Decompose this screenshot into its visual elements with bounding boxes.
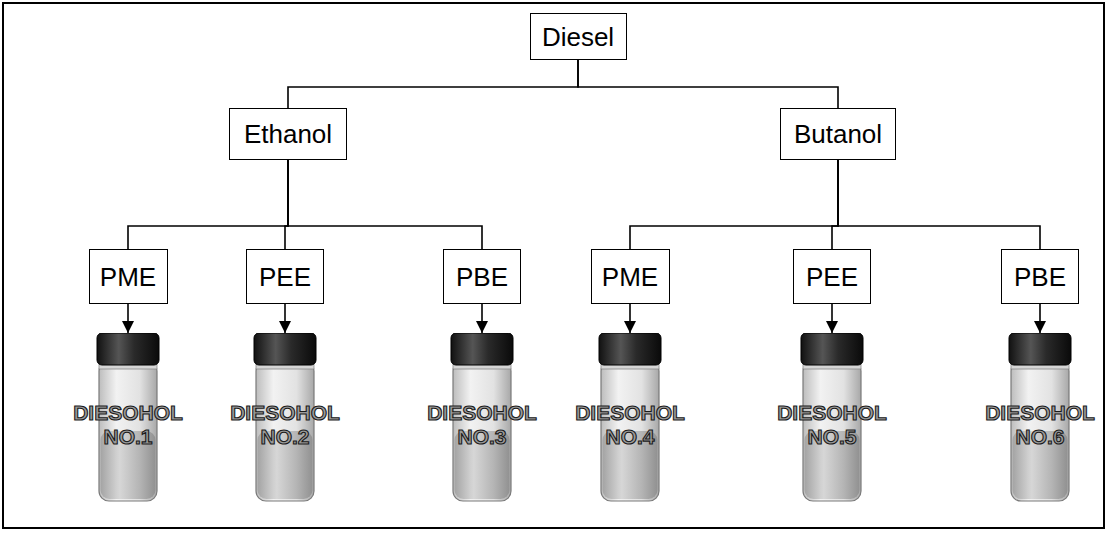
arrow-connector (284, 304, 286, 333)
vial-label: DIESOHOL (980, 401, 1100, 425)
box-label: PBE (1014, 264, 1066, 290)
vial-number: NO.2 (225, 425, 345, 449)
sample-vial: DIESOHOLNO.3 (422, 333, 542, 505)
process-box: Butanol (780, 108, 896, 160)
sample-vial: DIESOHOLNO.1 (68, 333, 188, 505)
box-label: Butanol (794, 121, 882, 147)
process-box: PME (591, 249, 670, 304)
box-label: PBE (456, 264, 508, 290)
vial-cap (599, 333, 661, 365)
vial-cap (254, 333, 316, 365)
box-label: PME (100, 264, 156, 290)
process-box: Ethanol (229, 108, 347, 160)
tree-connector (128, 160, 288, 249)
vial-label: DIESOHOL (422, 401, 542, 425)
vial-cap (801, 333, 863, 365)
vial-cap (451, 333, 513, 365)
box-label: Ethanol (244, 121, 332, 147)
vial-number: NO.5 (772, 425, 892, 449)
vial-cap (1009, 333, 1071, 365)
tree-connector (578, 60, 838, 108)
arrow-connector (1039, 304, 1041, 333)
box-label: Diesel (542, 24, 614, 50)
box-label: PME (602, 264, 658, 290)
sample-vial: DIESOHOLNO.4 (570, 333, 690, 505)
tree-connector (630, 160, 838, 249)
vial-label: DIESOHOL (570, 401, 690, 425)
arrow-connector (481, 304, 483, 333)
arrow-connector (629, 304, 631, 333)
tree-connector (288, 60, 578, 108)
process-box: PBE (1001, 249, 1079, 304)
sample-vial: DIESOHOLNO.6 (980, 333, 1100, 505)
vial-label: DIESOHOL (772, 401, 892, 425)
box-label: PEE (259, 264, 311, 290)
tree-connector (288, 160, 482, 249)
arrow-connector (831, 304, 833, 333)
vial-number: NO.4 (570, 425, 690, 449)
outer-border (3, 3, 1104, 528)
vial-label: DIESOHOL (68, 401, 188, 425)
tree-connector (838, 160, 1040, 249)
process-box: Diesel (530, 13, 627, 60)
vial-number: NO.3 (422, 425, 542, 449)
vial-label: DIESOHOL (225, 401, 345, 425)
tree-connector (832, 160, 838, 249)
process-box: PBE (443, 249, 521, 304)
process-box: PME (89, 249, 168, 304)
vial-cap (97, 333, 159, 365)
vial-number: NO.1 (68, 425, 188, 449)
process-box: PEE (246, 249, 324, 304)
arrow-connector (127, 304, 129, 333)
vial-number: NO.6 (980, 425, 1100, 449)
box-label: PEE (806, 264, 858, 290)
sample-vial: DIESOHOLNO.5 (772, 333, 892, 505)
sample-vial: DIESOHOLNO.2 (225, 333, 345, 505)
process-box: PEE (793, 249, 871, 304)
